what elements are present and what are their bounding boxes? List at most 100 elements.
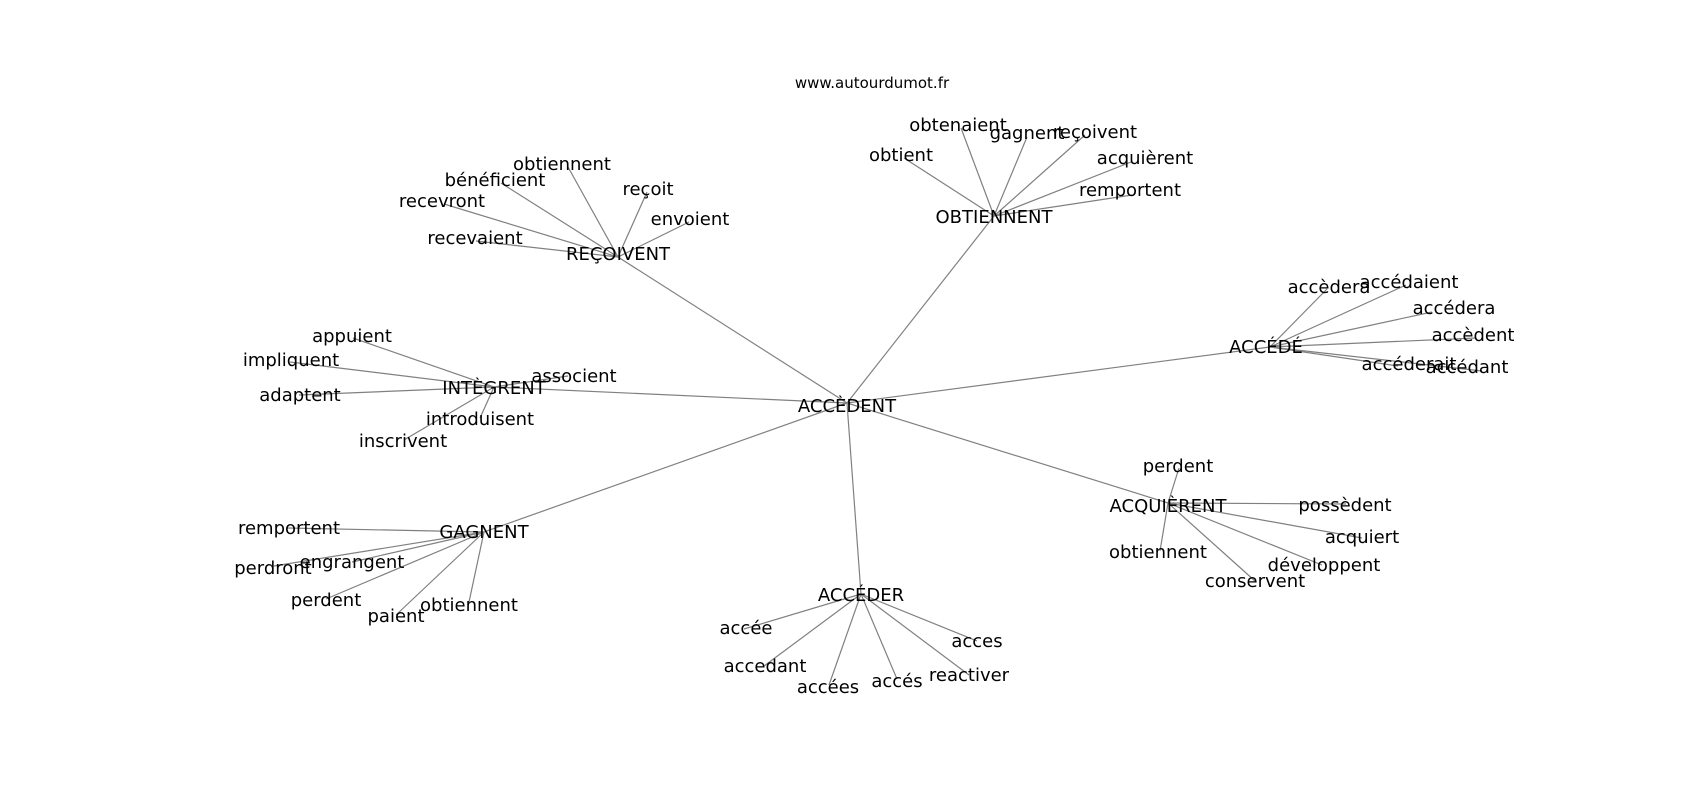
leaf-node[interactable]: reçoivent [1053,122,1137,143]
leaf-node[interactable]: recevront [399,191,485,212]
edge-hub-leaf [1269,288,1328,348]
leaf-node[interactable]: appuient [312,326,392,347]
site-url[interactable]: www.autourdumot.fr [795,74,950,92]
edge-hub-leaf [743,593,862,630]
leaf-node[interactable]: acquièrent [1097,148,1193,169]
leaf-node[interactable]: obtient [869,145,933,166]
edge-hub-leaf [1167,502,1347,505]
leaf-node[interactable]: accédaient [1360,272,1459,293]
edge-hub-leaf [493,375,569,388]
edge-hub-leaf [286,527,485,533]
leaf-node[interactable]: adaptent [259,385,341,406]
leaf-node[interactable]: obtenaient [909,115,1007,136]
leaf-node[interactable]: perdent [1143,456,1214,477]
edge-hub-leaf [993,194,1133,217]
edge-hub-leaf [860,593,898,680]
edge-hub-leaf [475,240,619,258]
edge-hub-leaf [860,593,978,642]
edge-hub-leaf [1269,337,1477,348]
leaf-node[interactable]: remportent [238,518,340,539]
leaf-node[interactable]: accédant [1426,357,1509,378]
edge-hub-leaf [860,593,970,676]
edge-center-hub [846,215,995,404]
edge-hub-leaf [325,531,485,600]
leaf-node[interactable]: recevaient [427,228,522,249]
leaf-node[interactable]: reactiver [929,665,1010,686]
edge-hub-leaf [1159,502,1169,552]
edge-hub-leaf [1167,502,1323,566]
edge-hub-leaf [903,157,995,217]
edge-hub-leaf [993,136,1028,217]
leaf-node[interactable]: développent [1268,555,1381,576]
edge-hub-leaf [993,161,1132,217]
leaf-node[interactable]: accés [871,671,922,692]
leaf-node[interactable]: acces [951,631,1002,652]
leaf-node[interactable]: inscrivent [359,431,447,452]
hub-node[interactable]: ACQUIÈRENT [1110,495,1228,517]
edge-hub-leaf [567,166,619,258]
edge-center-hub [846,346,1271,404]
leaf-node[interactable]: accéderait [1362,354,1457,375]
leaf-node[interactable]: introduisent [426,409,534,430]
edge-hub-leaf [443,203,619,258]
leaf-node[interactable]: envoient [651,209,730,230]
leaf-node[interactable]: accedant [724,656,807,677]
edge-hub-leaf [617,221,690,258]
graph-edges [273,127,1483,686]
leaf-node[interactable]: gagnent [990,123,1065,144]
edge-hub-leaf [298,386,495,396]
leaf-node[interactable]: impliquent [243,350,339,371]
edge-hub-leaf [1167,502,1363,539]
edge-hub-leaf [352,337,495,388]
edge-hub-leaf [1269,346,1399,367]
edge-center-hub [617,256,848,404]
leaf-node[interactable]: possèdent [1298,495,1391,516]
edge-hub-leaf [395,531,485,616]
edge-hub-leaf [351,531,485,563]
leaf-node[interactable]: obtiennent [420,595,518,616]
leaf-node[interactable]: accèdera [1288,277,1371,298]
edge-hub-leaf [289,361,495,388]
leaf-node[interactable]: engrangent [300,552,405,573]
edge-hub-leaf [828,593,862,686]
leaf-node[interactable]: accèdent [1432,325,1515,346]
center-node[interactable]: ACCÈDENT [798,395,897,417]
edge-hub-leaf [960,127,995,217]
edge-hub-leaf [1269,284,1407,348]
leaf-node[interactable]: obtiennent [513,154,611,175]
leaf-node[interactable]: conservent [1205,571,1305,592]
leaf-node[interactable]: bénéficient [445,170,546,191]
hub-node[interactable]: GAGNENT [439,522,529,543]
edge-hub-leaf [1167,467,1180,504]
edge-hub-leaf [500,182,619,258]
edge-center-hub [846,402,862,595]
hub-node[interactable]: ACCÉDÉ [1229,336,1303,358]
edge-hub-leaf [273,531,485,567]
leaf-node[interactable]: perdront [234,558,312,579]
edge-center-hub [846,402,1169,504]
leaf-node[interactable]: accée [720,618,773,639]
leaf-node[interactable]: acquiert [1325,527,1399,548]
edge-hub-leaf [763,593,862,667]
edge-hub-leaf [1269,311,1433,348]
edge-hub-leaf [617,191,648,258]
hub-node[interactable]: REÇOIVENT [566,244,671,265]
leaf-node[interactable]: obtiennent [1109,542,1207,563]
leaf-node[interactable]: remportent [1079,180,1181,201]
leaf-node[interactable]: accédera [1413,298,1496,319]
edge-hub-leaf [993,134,1086,217]
leaf-node[interactable]: paient [368,606,425,627]
edge-hub-leaf [1269,346,1483,372]
leaf-node[interactable]: associent [531,366,616,387]
hub-node[interactable]: OBTIENNENT [936,207,1054,228]
edge-hub-leaf [479,386,495,419]
leaf-node[interactable]: accées [797,677,859,698]
edge-hub-leaf [468,531,485,603]
edge-center-hub [493,386,848,404]
hub-node[interactable]: INTÈGRENT [442,377,546,399]
hub-node[interactable]: ACCÉDER [818,584,904,606]
leaf-node[interactable]: perdent [291,590,362,611]
edge-hub-leaf [403,386,495,441]
leaf-node[interactable]: reçoit [622,179,673,200]
